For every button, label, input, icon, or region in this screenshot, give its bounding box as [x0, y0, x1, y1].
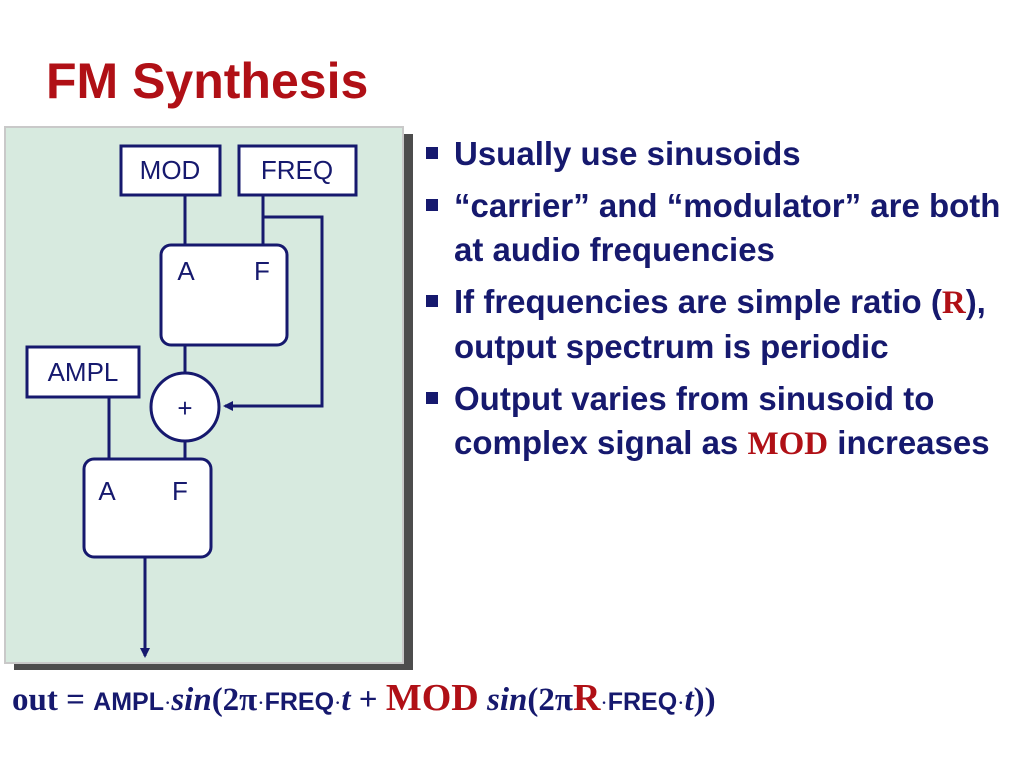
bullet-item: If frequencies are simple ratio (R), out…: [424, 280, 1024, 369]
formula-plus: +: [350, 682, 386, 718]
bullet-text-post: increases: [828, 424, 990, 461]
bullet-item: “carrier” and “modulator” are both at au…: [424, 184, 1024, 272]
formula-dot: ·: [677, 690, 685, 715]
formula-t: t: [684, 682, 694, 718]
formula-dot: ·: [600, 690, 608, 715]
formula-close: )): [693, 682, 716, 718]
bullet-marker-icon: [426, 199, 438, 211]
formula-freq: FREQ: [607, 688, 678, 716]
osc1-f-label: F: [254, 256, 270, 286]
formula-sin: sin: [171, 682, 212, 718]
bullet-marker-icon: [426, 295, 438, 307]
bullet-item: Output varies from sinusoid to complex s…: [424, 377, 1024, 466]
bullet-list: Usually use sinusoids “carrier” and “mod…: [424, 132, 1024, 474]
formula-dot: ·: [334, 690, 342, 715]
formula-t: t: [341, 682, 351, 718]
osc2-a-label: A: [98, 476, 116, 506]
formula-dot: ·: [163, 690, 172, 715]
osc1-a-label: A: [177, 256, 195, 286]
osc2-f-label: F: [172, 476, 188, 506]
modulator-oscillator: [159, 243, 289, 347]
fm-formula: out = AMPL·sin(2π·FREQ·t + MOD sin(2πR·F…: [12, 676, 716, 720]
bullet-text-pre: Output varies from sinusoid to complex s…: [454, 380, 935, 461]
bullet-marker-icon: [426, 392, 438, 404]
formula-mod: MOD: [385, 677, 479, 719]
mod-box: [119, 144, 222, 197]
ratio-symbol: R: [941, 285, 966, 321]
formula-sin: sin: [478, 682, 528, 718]
ampl-label: AMPL: [48, 357, 119, 387]
bullet-item: Usually use sinusoids: [424, 132, 1024, 176]
adder-circle: [149, 371, 221, 443]
ampl-box: [25, 345, 141, 399]
formula-open: (2π: [211, 682, 258, 718]
bullet-text: “carrier” and “modulator” are both at au…: [454, 187, 1001, 268]
mod-label: MOD: [140, 155, 201, 185]
bullet-text-post: ), output spectrum is periodic: [454, 283, 986, 365]
formula-ratio: R: [572, 677, 601, 719]
freq-label: FREQ: [261, 155, 333, 185]
bullet-text-pre: If frequencies are simple ratio (: [454, 283, 942, 320]
formula-freq: FREQ: [264, 688, 335, 716]
slide-title: FM Synthesis: [46, 53, 369, 109]
formula-dot: ·: [257, 690, 265, 715]
freq-box: [237, 144, 358, 197]
bullet-text: Usually use sinusoids: [454, 135, 801, 172]
carrier-oscillator: [82, 457, 213, 559]
mod-term: MOD: [747, 426, 829, 462]
freq-to-adder-line: [223, 215, 324, 411]
formula-out: out =: [12, 682, 94, 718]
adder-plus: +: [177, 393, 192, 423]
formula-open: (2π: [527, 682, 573, 718]
formula-ampl: AMPL: [93, 688, 164, 716]
bullet-marker-icon: [426, 147, 438, 159]
